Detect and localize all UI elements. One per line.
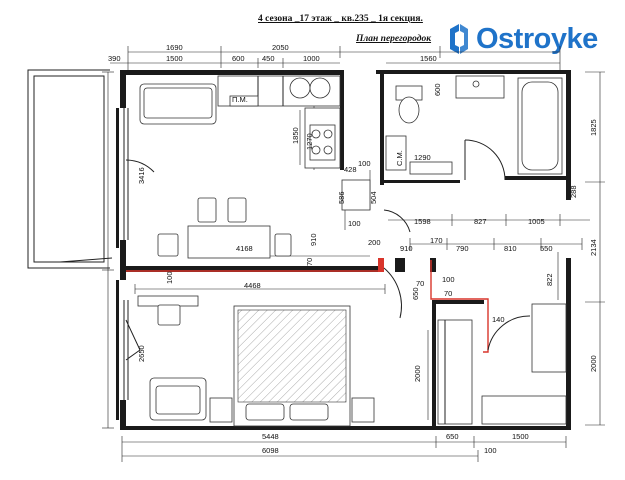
dim-910-b: 910 xyxy=(400,244,413,253)
dim-100-d: 100 xyxy=(165,271,174,284)
dim-2650: 2650 xyxy=(137,345,146,362)
dim-1290: 1290 xyxy=(414,153,431,162)
dim-70-c: 70 xyxy=(416,279,424,288)
dim-3416: 3416 xyxy=(137,167,146,184)
label-pm: П.М. xyxy=(232,95,248,104)
dim-2050: 2050 xyxy=(272,43,289,52)
dim-170: 170 xyxy=(430,236,443,245)
dim-910-a: 910 xyxy=(309,233,318,246)
dim-822: 822 xyxy=(545,273,554,286)
dim-100-c: 100 xyxy=(442,275,455,284)
dim-650-bottom: 650 xyxy=(446,432,459,441)
dim-70-a: 70 xyxy=(444,289,452,298)
windows xyxy=(123,108,155,400)
plan-subtitle: План перегородок xyxy=(356,34,432,44)
dim-5448: 5448 xyxy=(262,432,279,441)
dim-6098: 6098 xyxy=(262,446,279,455)
balcony xyxy=(27,69,113,269)
dim-450: 450 xyxy=(262,54,275,63)
dim-288: 288 xyxy=(569,185,578,198)
dim-827: 827 xyxy=(474,217,487,226)
dim-586: 586 xyxy=(337,191,346,204)
kitchen-furniture xyxy=(139,75,371,259)
dim-1500-top: 1500 xyxy=(166,54,183,63)
dim-70-b: 70 xyxy=(305,258,314,266)
dim-1560: 1560 xyxy=(420,54,437,63)
logo-text: Ostroyke xyxy=(476,22,598,55)
dim-390: 390 xyxy=(108,54,121,63)
dim-428: 428 xyxy=(344,165,357,174)
dim-600-bath: 600 xyxy=(433,83,442,96)
dim-550: 550 xyxy=(540,244,553,253)
dim-600-top: 600 xyxy=(232,54,245,63)
dim-100-b: 100 xyxy=(348,219,361,228)
dim-810: 810 xyxy=(504,244,517,253)
dim-100-a: 100 xyxy=(358,159,371,168)
dim-650-inner: 650 xyxy=(411,287,420,300)
dim-4468: 4468 xyxy=(244,281,261,290)
ostroyke-logo: Ostroyke xyxy=(447,20,598,58)
walls xyxy=(116,70,571,430)
dim-1850: 1850 xyxy=(291,127,300,144)
dim-1500-bottom: 1500 xyxy=(512,432,529,441)
ostroyke-logo-icon xyxy=(450,24,468,54)
doors xyxy=(383,139,531,351)
bathroom-fixtures xyxy=(385,75,563,175)
dim-1005: 1005 xyxy=(528,217,545,226)
dim-2000-inner: 2000 xyxy=(413,365,422,382)
dim-200: 200 xyxy=(368,238,381,247)
dim-1690: 1690 xyxy=(166,43,183,52)
label-sm: С.М. xyxy=(395,150,404,166)
dim-1598: 1598 xyxy=(414,217,431,226)
dim-4168: 4168 xyxy=(236,244,253,253)
dim-100-bottom: 100 xyxy=(484,446,497,455)
plan-title: 4 сезона _17 этаж _ кв.235 _ 1я секция. xyxy=(258,14,423,24)
dim-1825: 1825 xyxy=(589,119,598,136)
dim-1000: 1000 xyxy=(303,54,320,63)
new-partitions xyxy=(126,258,489,353)
dimension-labels: 1690 2050 1560 390 1500 600 450 1000 341… xyxy=(108,43,598,455)
dim-140: 140 xyxy=(492,315,505,324)
dim-1270: 1270 xyxy=(305,133,314,150)
dim-2134: 2134 xyxy=(589,239,598,256)
bedroom-furniture xyxy=(137,295,567,427)
dim-790: 790 xyxy=(456,244,469,253)
dim-504: 504 xyxy=(369,191,378,204)
dim-2000-right: 2000 xyxy=(589,355,598,372)
